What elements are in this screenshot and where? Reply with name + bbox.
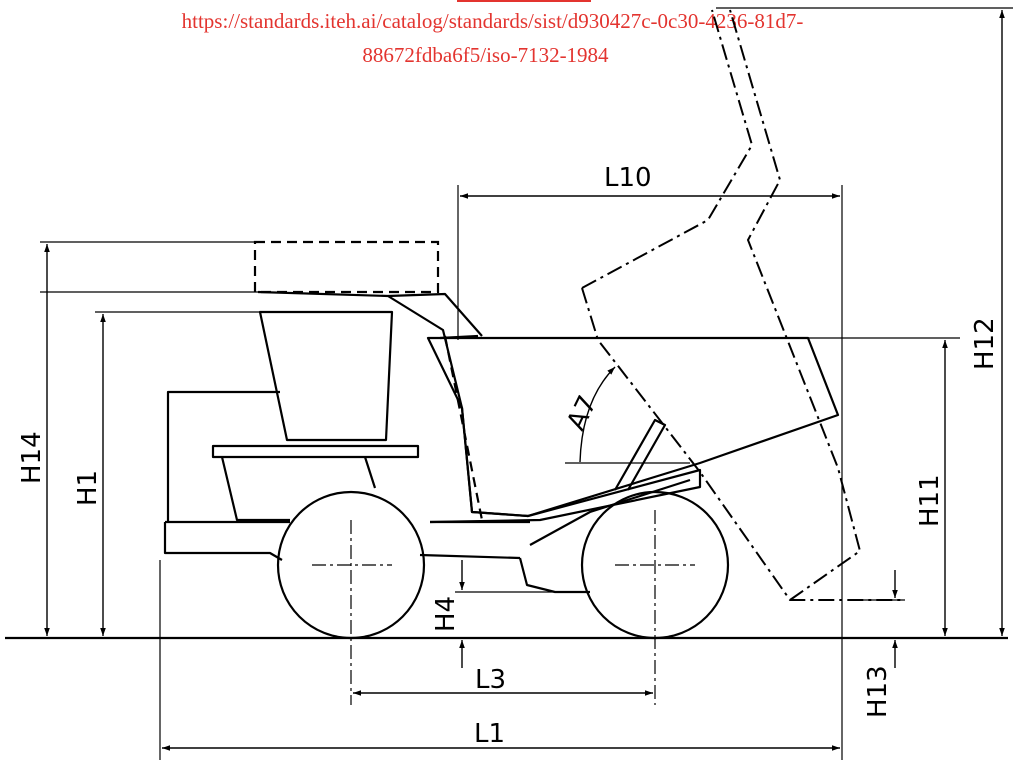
canopy-frame [257, 290, 702, 524]
label-H13: H13 [863, 665, 893, 718]
label-L10: L10 [604, 163, 652, 193]
label-H14: H14 [17, 431, 47, 484]
source-url-line-2[interactable]: 88672fdba6f5/iso-7132-1984 [362, 43, 609, 67]
raised-body-front [581, 9, 754, 289]
label-A7: A7 [561, 391, 603, 435]
link-underline [457, 0, 591, 2]
raised-body-rear [729, 9, 862, 601]
label-H11: H11 [915, 474, 945, 527]
label-H1: H1 [73, 470, 103, 506]
label-L1: L1 [474, 719, 505, 749]
source-url-line-1[interactable]: https://standards.iteh.ai/catalog/standa… [181, 9, 804, 33]
label-H4: H4 [431, 596, 461, 632]
raised-body-bottom [581, 287, 905, 601]
label-L3: L3 [475, 665, 506, 695]
front-bumper [163, 522, 283, 561]
hoist-cylinder [614, 418, 667, 491]
rops-canopy-outline [253, 240, 440, 294]
platform [211, 444, 420, 459]
label-H12: H12 [970, 317, 1000, 370]
dim-A7-arc [579, 366, 616, 463]
dump-body [426, 336, 840, 518]
engine-hood [166, 390, 280, 522]
cab [258, 310, 394, 442]
